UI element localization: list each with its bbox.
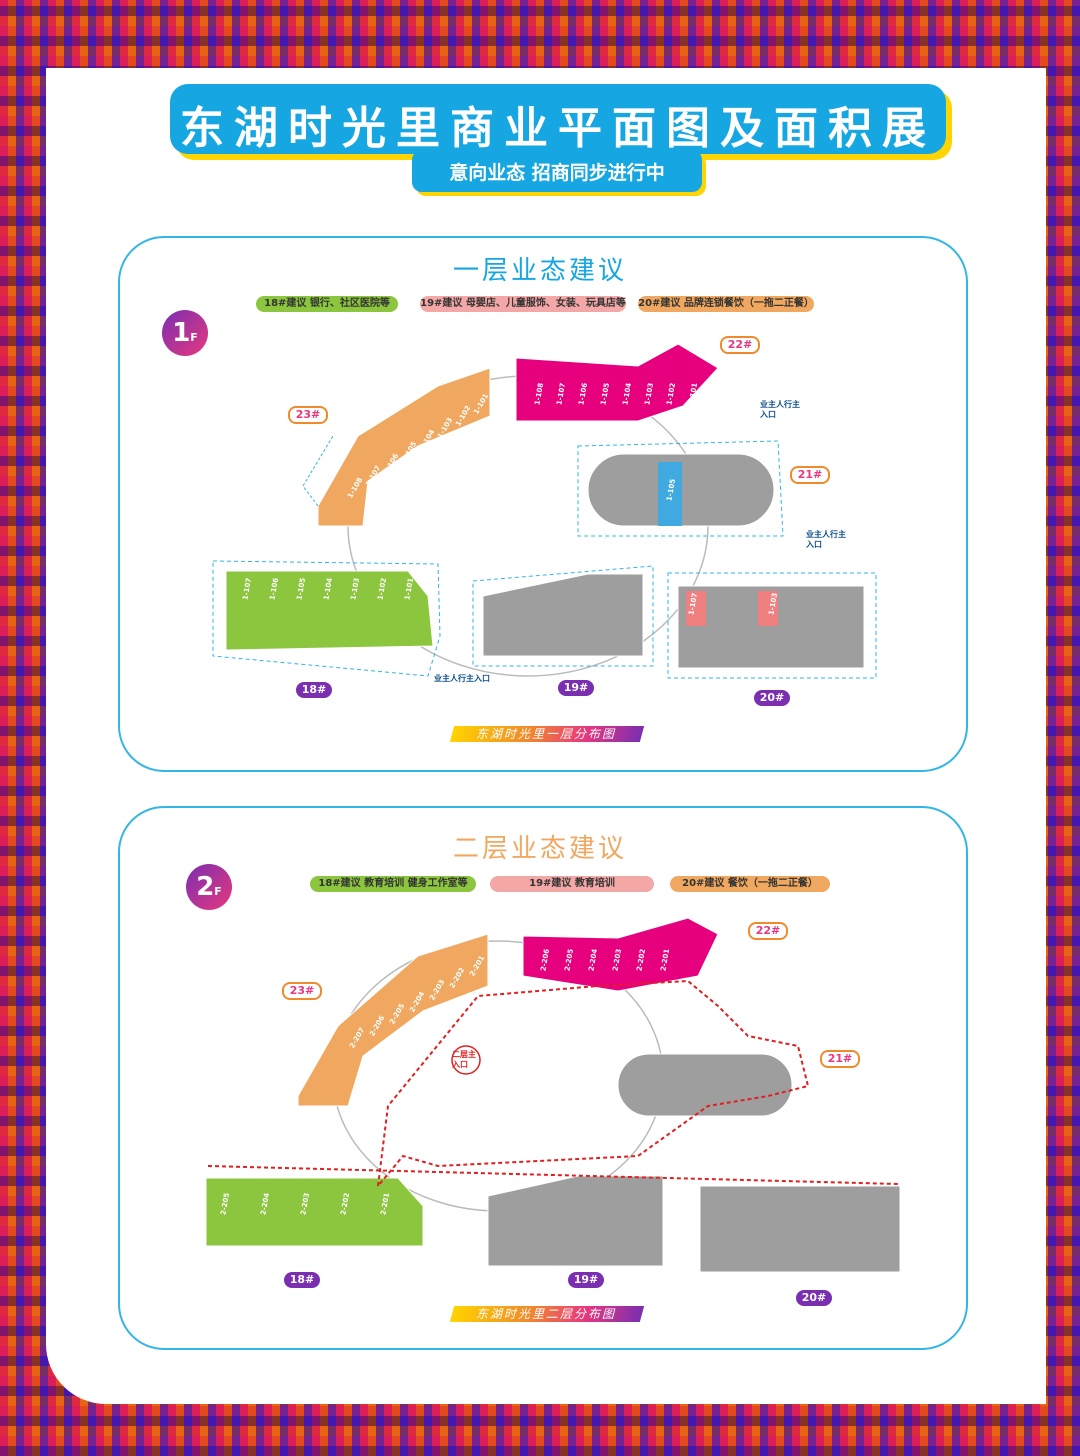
- floor2-entrance: 二层主入口: [452, 1050, 476, 1069]
- floor1-chip-18: 18#建议 银行、社区医院等: [256, 296, 398, 312]
- floor1-block-18: [225, 570, 434, 651]
- subtitle-banner: 意向业态 招商同步进行中: [412, 150, 702, 192]
- floor1-badge: 1F: [162, 310, 208, 356]
- floor2-tag-23: 23#: [282, 982, 322, 1000]
- floor2-block-19: [487, 1175, 664, 1267]
- floor2-chip-19: 19#建议 教育培训: [490, 876, 654, 892]
- floor1-title: 一层业态建议: [452, 256, 627, 286]
- title-banner: 东湖时光里商业平面图及面积展示: [170, 84, 946, 218]
- floor2-chip-20: 20#建议 餐饮（一拖二正餐）: [670, 876, 830, 892]
- floor1-card: [118, 236, 968, 772]
- floor2-title: 二层业态建议: [452, 834, 627, 864]
- floor2-block-21: [617, 1053, 793, 1117]
- floor2-tag-20: 20#: [796, 1290, 832, 1306]
- floor1-block-21: [587, 453, 775, 527]
- floor2-chip-18: 18#建议 教育培训 健身工作室等: [310, 876, 476, 892]
- floor2-badge: 2F: [186, 864, 232, 910]
- floor2-route: [376, 979, 810, 1190]
- floor1-dist-label: 东湖时光里一层分布图: [449, 726, 645, 742]
- floor2-tag-19: 19#: [568, 1272, 604, 1288]
- floor1-tag-19: 19#: [558, 680, 594, 696]
- floor1-tag-18: 18#: [296, 682, 332, 698]
- floor1-entrance-2: 业主人行主入口: [806, 530, 846, 549]
- floor1-chip-19: 19#建议 母婴店、儿童服饰、女装、玩具店等: [420, 296, 626, 312]
- floor2-tag-18: 18#: [284, 1272, 320, 1288]
- page-title: 东湖时光里商业平面图及面积展示: [180, 103, 936, 218]
- floor2-tag-22: 22#: [748, 922, 788, 940]
- floor1-chip-20: 20#建议 品牌连锁餐饮（一拖二正餐）: [638, 296, 814, 312]
- floor1-block-19: [482, 573, 644, 657]
- floor2-block-18: [205, 1177, 424, 1247]
- floor1-entrance-1: 业主人行主入口: [760, 400, 800, 419]
- floor2-block-22: [522, 917, 719, 992]
- floor1-entrance-3: 业主人行主入口: [434, 674, 490, 683]
- floor1-tag-20: 20#: [754, 690, 790, 706]
- floor2-tag-21: 21#: [820, 1050, 860, 1068]
- floor2-block-23: [297, 933, 489, 1107]
- floor1-block-22: [515, 343, 719, 422]
- floor1-tag-21: 21#: [790, 466, 830, 484]
- floor1-block-23: [302, 367, 491, 527]
- floor1-plan: [212, 343, 877, 679]
- floor2-block-20: [699, 1185, 901, 1273]
- floor2-plan: [205, 917, 901, 1273]
- floor1-tag-22: 22#: [720, 336, 760, 354]
- floor2-dist-label: 东湖时光里二层分布图: [449, 1306, 645, 1322]
- floor1-tag-23: 23#: [288, 406, 328, 424]
- floor1-block-20: [677, 585, 865, 669]
- page-subtitle: 意向业态 招商同步进行中: [449, 162, 665, 184]
